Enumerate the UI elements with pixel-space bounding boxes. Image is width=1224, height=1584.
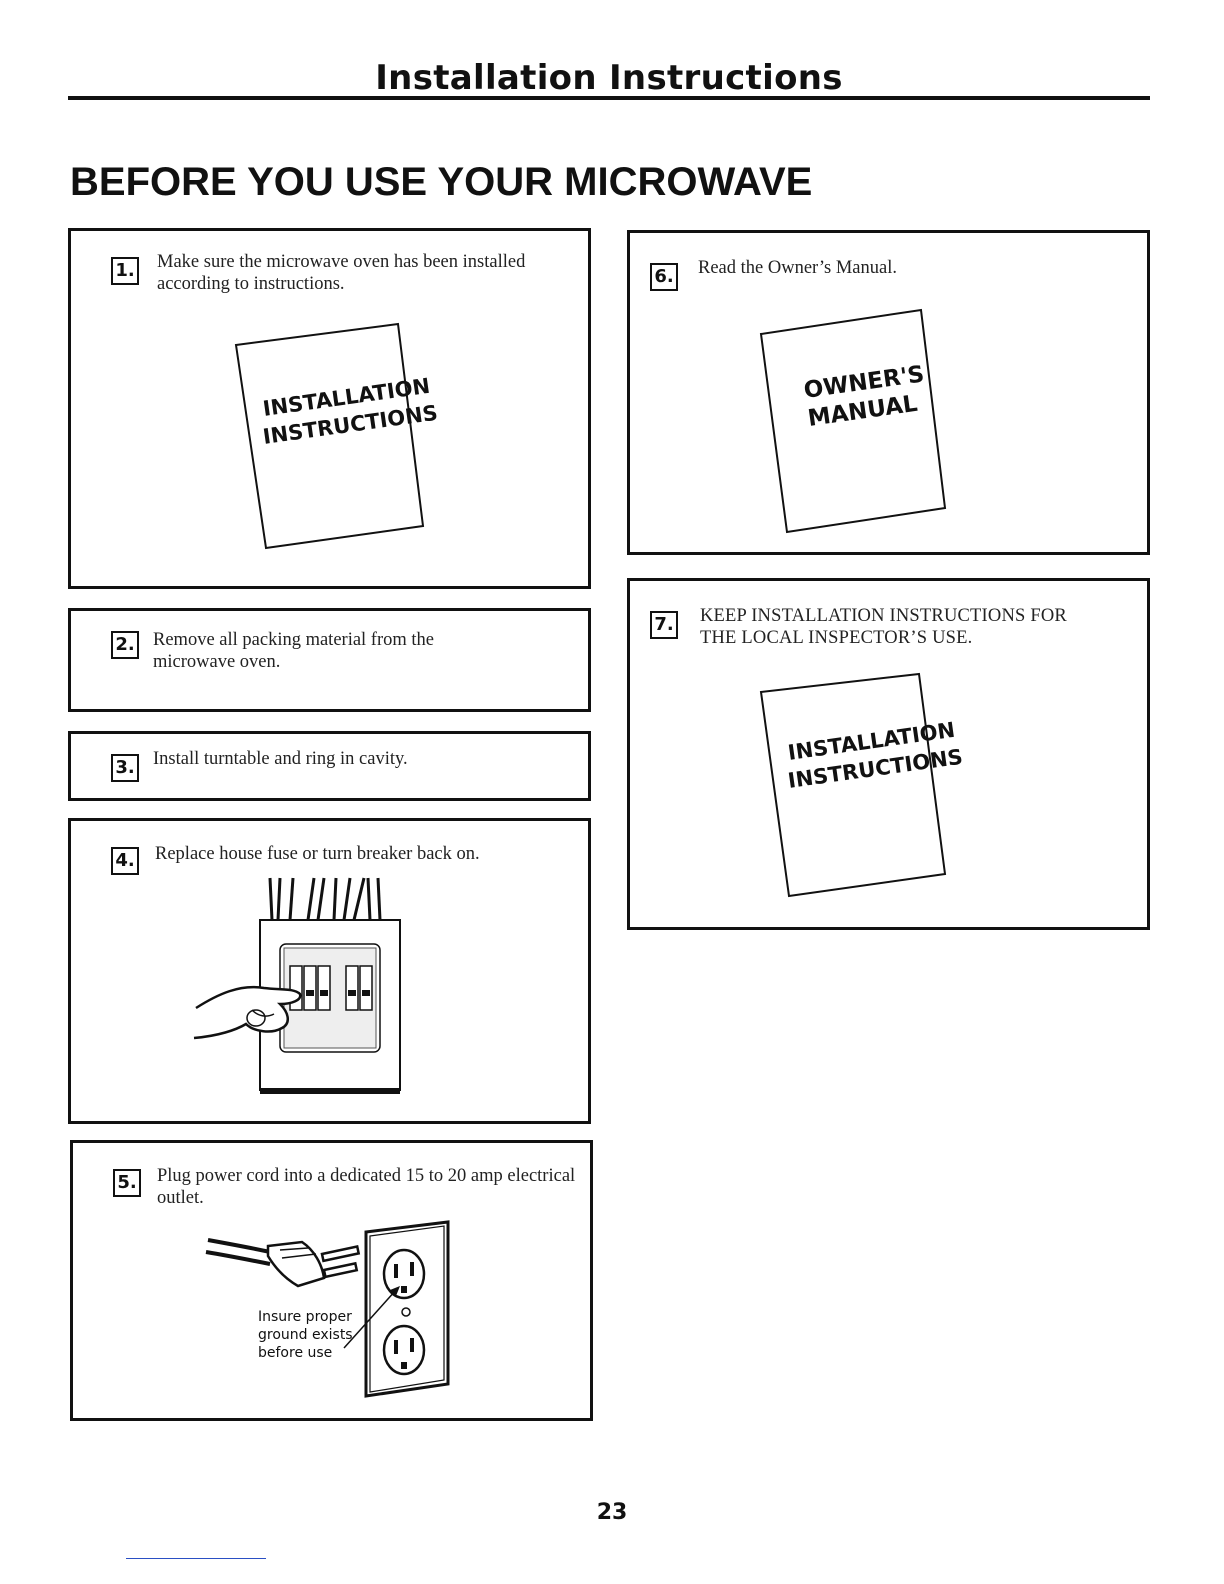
- ground-note-line2: ground exists: [258, 1327, 353, 1343]
- step-5-box: 5. Plug power cord into a dedicated 15 t…: [70, 1140, 593, 1421]
- outlet-plug-illustration: Insure proper ground exists before use: [205, 1220, 450, 1398]
- step-7-text: KEEP INSTALLATION INSTRUCTIONS FOR THE L…: [700, 606, 1067, 648]
- footer-rule: [126, 1558, 266, 1559]
- section-title: BEFORE YOU USE YOUR MICROWAVE: [70, 160, 813, 204]
- step-5-number: 5.: [113, 1169, 141, 1197]
- step-2-text: Remove all packing material from the mic…: [153, 630, 434, 672]
- step-3-number: 3.: [111, 754, 139, 782]
- step-4-box: 4. Replace house fuse or turn breaker ba…: [68, 818, 591, 1124]
- page-header-title: Installation Instructions: [375, 58, 843, 98]
- step-4-text: Replace house fuse or turn breaker back …: [155, 844, 480, 864]
- step-6-number: 6.: [650, 263, 678, 291]
- owners-manual-illustration: OWNER'S MANUAL: [759, 308, 947, 534]
- installation-booklet-illustration-2: INSTALLATION INSTRUCTIONS: [759, 672, 964, 898]
- step-5-text: Plug power cord into a dedicated 15 to 2…: [157, 1166, 576, 1208]
- step-3-text: Install turntable and ring in cavity.: [153, 749, 408, 769]
- step-1-text: Make sure the microwave oven has been in…: [157, 252, 526, 294]
- header-rule: [68, 96, 1150, 100]
- step-6-box: 6. Read the Owner’s Manual. OWNER'S MANU…: [627, 230, 1150, 555]
- installation-booklet-illustration: INSTALLATION INSTRUCTIONS: [234, 322, 439, 550]
- step-1-number: 1.: [111, 257, 139, 285]
- step-7-number: 7.: [650, 611, 678, 639]
- step-4-number: 4.: [111, 847, 139, 875]
- step-7-box: 7. KEEP INSTALLATION INSTRUCTIONS FOR TH…: [627, 578, 1150, 930]
- step-2-box: 2. Remove all packing material from the …: [68, 608, 591, 712]
- breaker-panel-illustration: [193, 877, 401, 1094]
- step-1-box: 1. Make sure the microwave oven has been…: [68, 228, 591, 589]
- page-number: 23: [596, 1500, 628, 1525]
- step-2-number: 2.: [111, 631, 139, 659]
- ground-note-line1: Insure proper: [258, 1309, 352, 1325]
- ground-note-line3: before use: [258, 1345, 332, 1361]
- step-3-box: 3. Install turntable and ring in cavity.: [68, 731, 591, 801]
- step-6-text: Read the Owner’s Manual.: [698, 258, 897, 278]
